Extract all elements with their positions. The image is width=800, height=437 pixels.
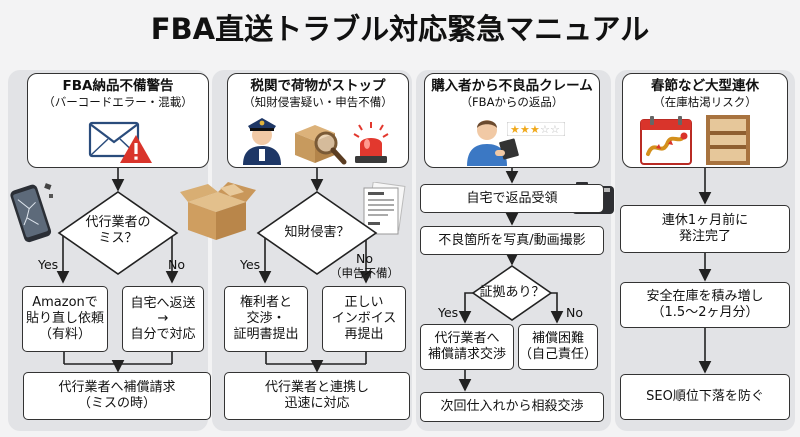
header-subtitle: （FBAからの返品）: [460, 95, 564, 109]
customer-icon: [467, 120, 519, 166]
header-title: FBA納品不備警告: [62, 78, 174, 94]
decision-text-c2: 知財侵害？: [284, 225, 350, 240]
no-sub-label-c2: （申告不備）: [330, 266, 399, 280]
svg-text:☆: ☆: [550, 123, 560, 136]
decision-text-c3: 証拠あり？: [479, 285, 545, 300]
no-label-c2: No: [356, 251, 373, 266]
page-title: FBA直送トラブル対応緊急マニュアル: [150, 12, 650, 46]
broken-phone-icon: [10, 183, 53, 243]
envelope-icon: [88, 121, 140, 158]
header-subtitle: （バーコードエラー・混載）: [43, 95, 193, 109]
decision-diamond-c3: [471, 265, 553, 321]
no-box-c3: 補償困難 （自己責任）: [518, 324, 598, 370]
step2-box-c3: 不良箇所を写真/動画撮影: [420, 226, 604, 255]
calendar-dragon-icon: [640, 116, 692, 165]
svg-text:☆: ☆: [540, 123, 550, 136]
no-box-c1: 自宅へ返送 → 自分で対応: [122, 286, 204, 352]
final-box-c3: 次回仕入れから相殺交渉: [420, 392, 604, 422]
invoice-icon: [363, 182, 406, 235]
yes-label-c1: Yes: [38, 257, 59, 272]
yes-label-c3: Yes: [438, 305, 459, 320]
no-label-c1: No: [168, 257, 185, 272]
cardboard-boxes-icon: [180, 182, 256, 240]
step1-box-c4: 連休1ヶ月前に 発注完了: [620, 205, 790, 253]
arrow-c3-yes: [458, 292, 474, 324]
header-title: 購入者から不良品クレーム: [431, 78, 593, 94]
step1-box-c3: 自宅で返品受領: [420, 184, 604, 213]
step2-box-c4: 安全在庫を積み増し （1.5〜2ヶ月分）: [620, 282, 790, 328]
siren-icon: [353, 122, 389, 163]
final-box-c4: SEO順位下落を防ぐ: [620, 374, 790, 420]
decision-diamond-c1: [57, 191, 179, 275]
header-subtitle: （知財侵害疑い・申告不備）: [243, 95, 393, 109]
police-officer-icon: [243, 118, 281, 165]
svg-text:★: ★: [530, 123, 540, 136]
header-title: 税関で荷物がストップ: [250, 78, 386, 94]
yes-box-c1: Amazonで 貼り直し依頼 （有料）: [22, 286, 108, 352]
header-subtitle: （在庫枯渇リスク）: [653, 95, 757, 109]
header-title: 春節など大型連休: [651, 78, 759, 94]
star-rating-icon: ★ ★ ★ ☆ ☆: [507, 122, 565, 136]
warning-icon: [120, 135, 152, 163]
yes-label-c2: Yes: [240, 257, 261, 272]
final-box-c1: 代行業者へ補償請求 （ミスの時）: [23, 372, 211, 420]
yes-box-c3: 代行業者へ 補償請求交渉: [420, 324, 514, 370]
package-magnifier-icon: [295, 125, 347, 165]
no-box-c2: 正しい インボイス 再提出: [322, 286, 406, 352]
empty-shelf-icon: [706, 115, 750, 165]
decision-text-c1: 代行業者の ミス？: [85, 215, 151, 246]
no-label-c3: No: [566, 305, 583, 320]
svg-text:★: ★: [520, 123, 530, 136]
final-box-c2: 代行業者と連携し 迅速に対応: [224, 372, 410, 420]
svg-text:★: ★: [510, 123, 520, 136]
yes-box-c2: 権利者と 交渉・ 証明書提出: [224, 286, 308, 352]
decision-diamond-c2: [256, 191, 378, 275]
